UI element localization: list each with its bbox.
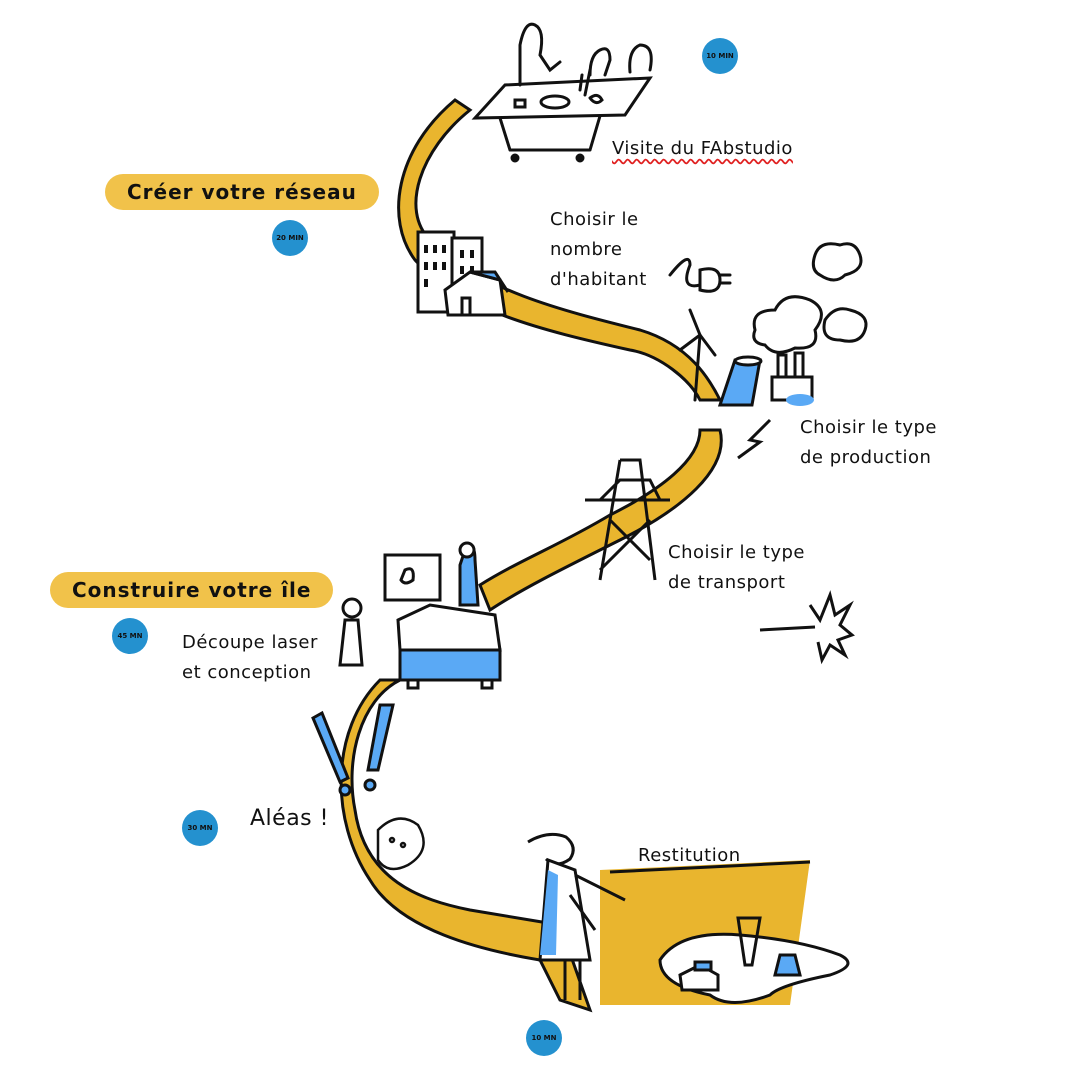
buildings-house-icon (416, 230, 510, 317)
pylon-icon (585, 458, 670, 581)
spark-icon (759, 590, 855, 665)
step-label-production: Choisir le type de production (800, 417, 937, 468)
duration-badge-network: 20 MIN (272, 220, 308, 256)
section-title-network: Créer votre réseau (105, 174, 379, 210)
duration-badge-visit: 10 MIN (702, 38, 738, 74)
step-label-transport: Choisir le type de transport (668, 542, 805, 593)
step-label-laser: Découpe laser et conception (182, 632, 318, 683)
falling-rock-icon (376, 817, 425, 871)
step-label-hazards: Aléas ! (250, 806, 329, 831)
laser-cutter-icon (383, 541, 502, 690)
island-model-icon (658, 916, 850, 1004)
duration-badge-island: 45 MN (112, 618, 148, 654)
path-segment-middle (478, 428, 723, 613)
exclamation-icon (311, 703, 395, 797)
step-label-inhabitants: Choisir le nombre d'habitant (550, 209, 647, 290)
cloud-icons (752, 242, 868, 354)
presenter-icon (527, 832, 626, 1000)
duration-badge-restitution: 10 MN (526, 1020, 562, 1056)
section-title-island: Construire votre île (50, 572, 334, 608)
power-plant-icon (678, 308, 814, 407)
duration-badge-hazards: 30 MN (182, 810, 218, 846)
person-icon (338, 597, 364, 667)
step-label-restitution: Restitution (638, 845, 741, 866)
step-label-visit: Visite du FAbstudio (612, 138, 793, 159)
workshop-table-icon (471, 22, 653, 163)
lightning-icon (737, 418, 772, 460)
plug-icon (668, 257, 732, 293)
